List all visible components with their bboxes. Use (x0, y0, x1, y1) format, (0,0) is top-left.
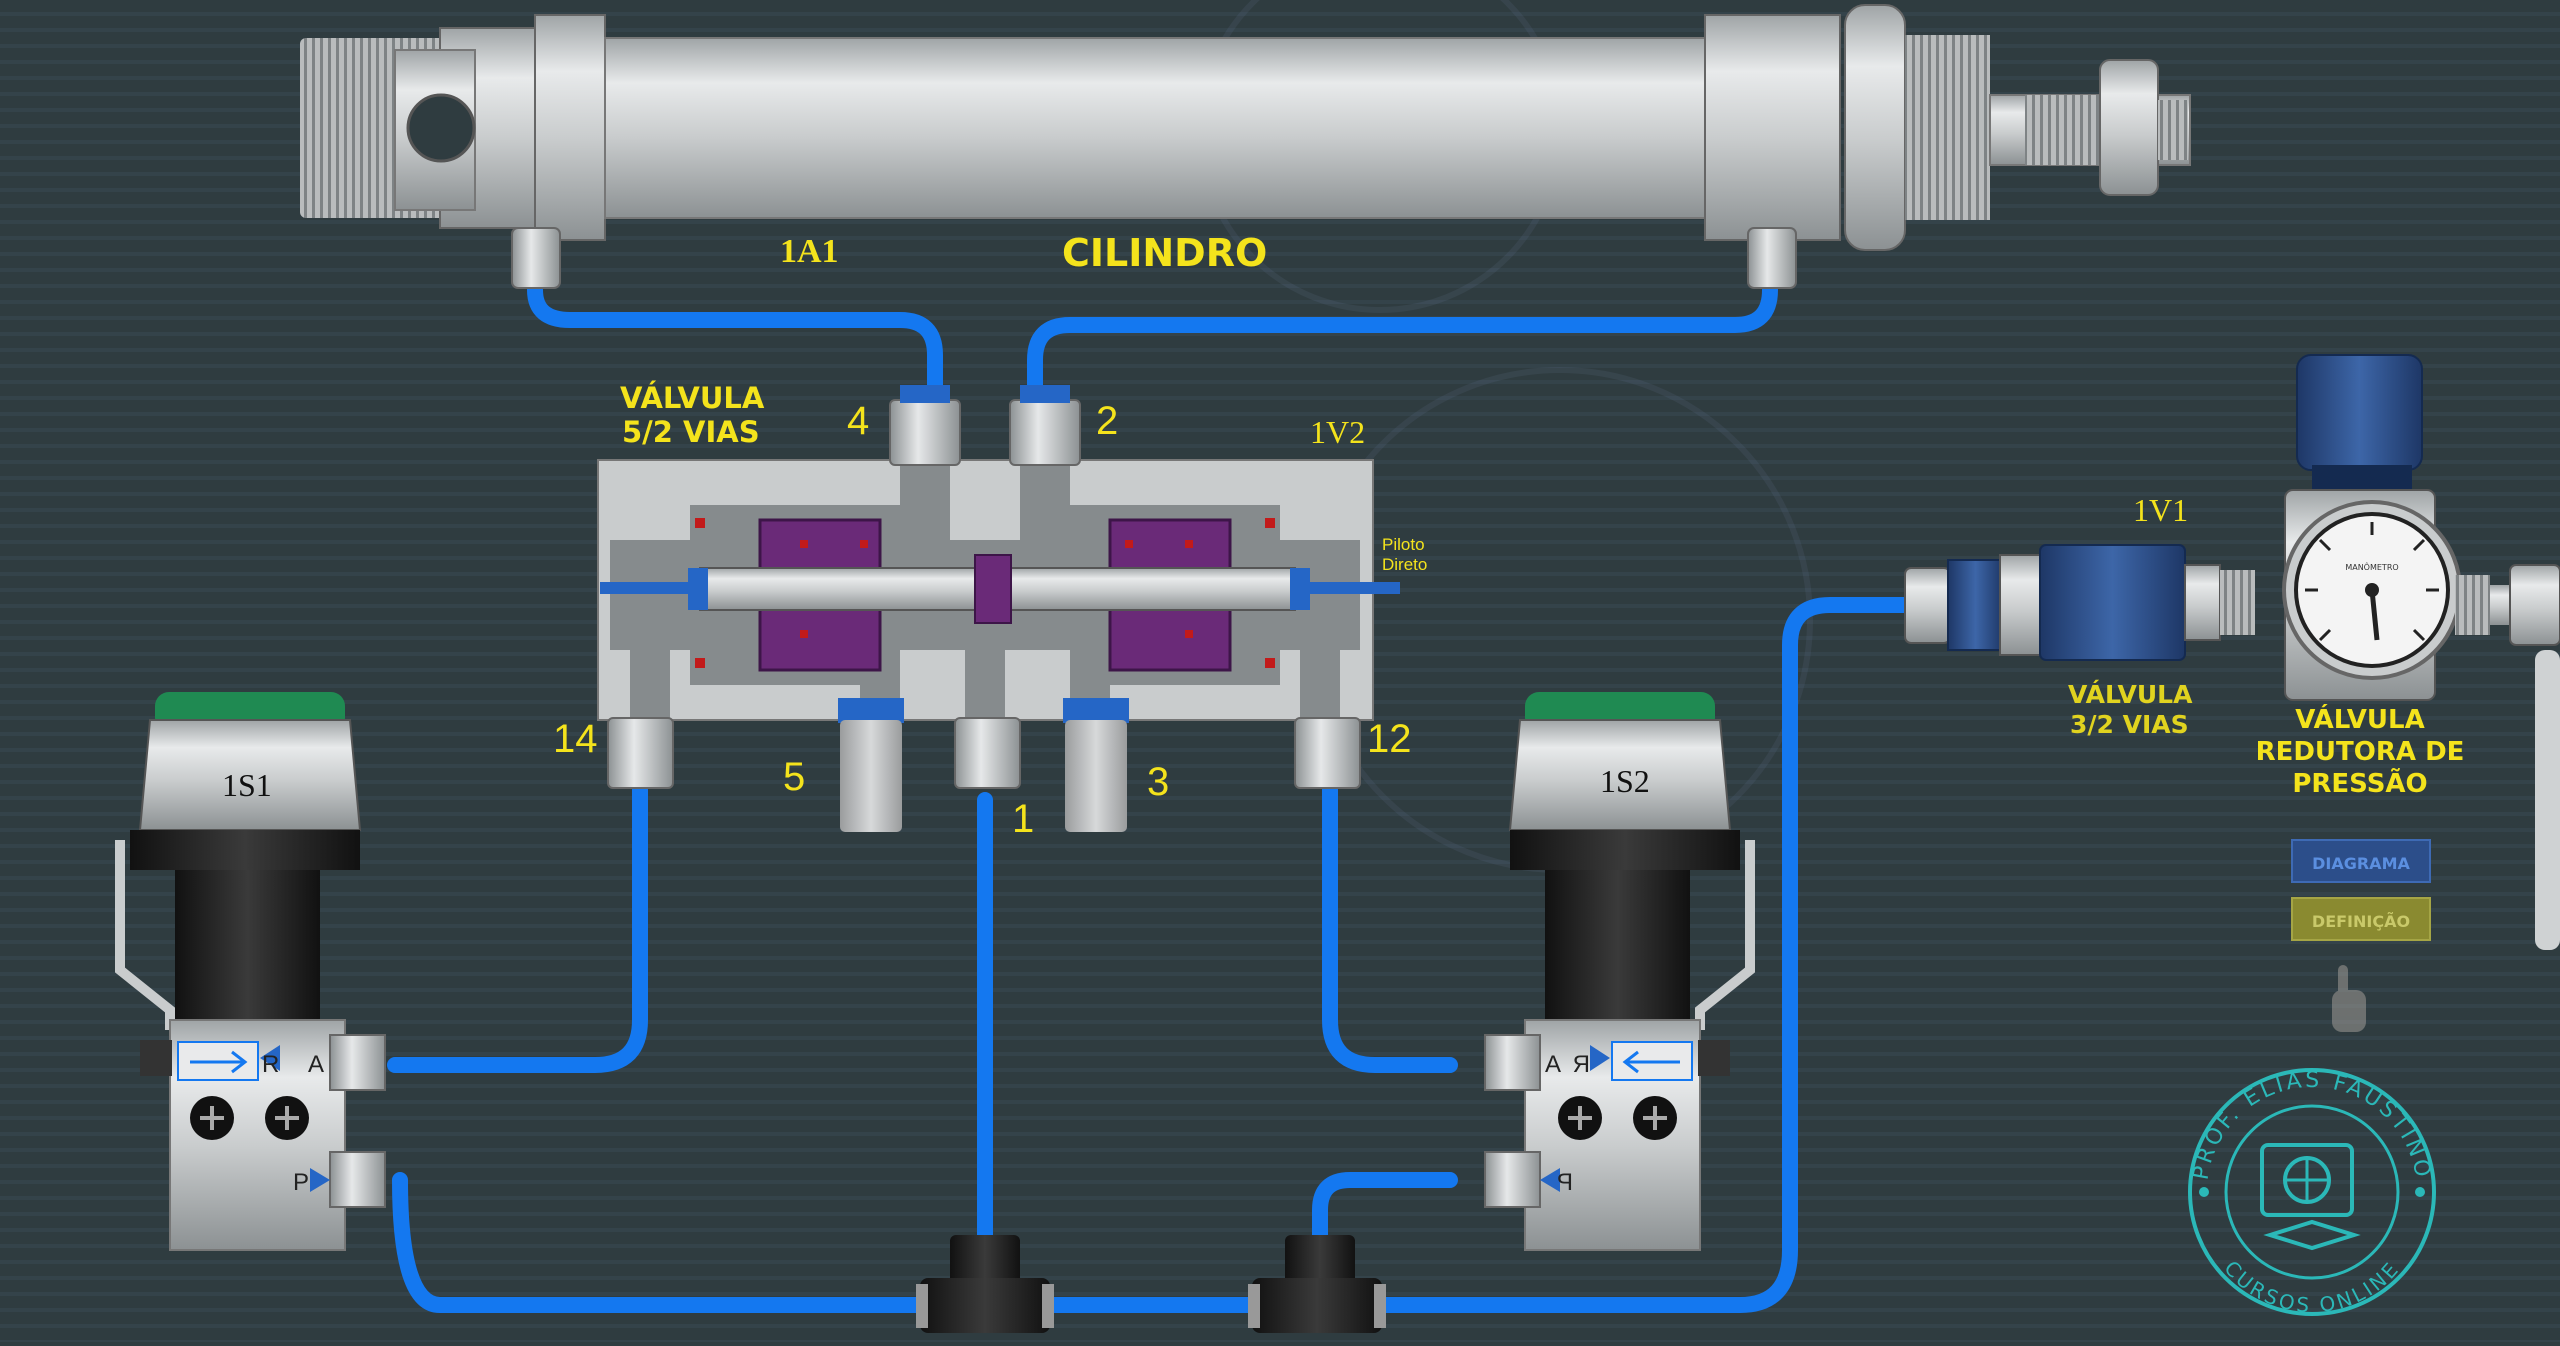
pilot-label-1: Piloto (1382, 535, 1425, 554)
tube-tee-to-1S2-P (1312, 1172, 1458, 1248)
tube-port-14-to-1S1-A (387, 782, 648, 1073)
tube-cylinder-rear-to-port-4 (527, 282, 943, 398)
switch1-port-P: P (293, 1169, 309, 1196)
pressure-regulator (2282, 354, 2560, 950)
tube-tee-to-1V1 (1372, 597, 1913, 1313)
air-tubes (387, 282, 1913, 1313)
switch1-port-R: R (262, 1051, 279, 1078)
regulator-title-1: VÁLVULA (2295, 703, 2424, 735)
pilot-label-2: Direto (1382, 555, 1427, 574)
port-2-label: 2 (1096, 399, 1118, 443)
port-4-label: 4 (847, 399, 869, 443)
hand-pointer-icon (2332, 965, 2366, 1032)
tube-cylinder-front-to-port-2 (1027, 282, 1778, 398)
valve32-tag: 1V1 (2133, 492, 2188, 528)
definition-button[interactable]: DEFINIÇÃO (2291, 897, 2431, 941)
push-button-valve-1S2[interactable] (1484, 692, 1755, 1251)
cylinder-name: CILINDRO (1062, 231, 1267, 275)
muffler-port-5 (840, 720, 902, 832)
switch2-port-R: R (1573, 1051, 1590, 1078)
valve52-title-2: 5/2 VIAS (622, 415, 760, 449)
push-button-valve-1S1[interactable] (115, 692, 386, 1251)
mount-hole (406, 93, 476, 163)
valve-3-2-1V1[interactable] (1904, 544, 2255, 661)
switch2-tag: 1S2 (1600, 763, 1650, 799)
muffler-port-3 (1065, 720, 1127, 832)
tee-fitting-right (1248, 1235, 1386, 1333)
gauge-label: MANÔMETRO (2345, 561, 2398, 572)
cylinder-1A1 (300, 4, 2191, 289)
switch1-port-A: A (308, 1051, 324, 1078)
tee-fitting-left (916, 1235, 1054, 1333)
definition-button-label: DEFINIÇÃO (2312, 912, 2410, 931)
valve52-tag: 1V2 (1310, 414, 1365, 450)
valve32-title-2: 3/2 VIAS (2070, 710, 2189, 739)
valve52-title-1: VÁLVULA (620, 381, 765, 415)
valve-5-2-body (597, 385, 1400, 832)
port-12-label: 12 (1367, 717, 1412, 761)
valve32-title-1: VÁLVULA (2068, 680, 2193, 709)
port-3-label: 3 (1147, 760, 1169, 804)
switch2-port-P: P (1557, 1169, 1573, 1196)
regulator-title-3: PRESSÃO (2292, 767, 2427, 799)
tube-1S1-P-to-tee (392, 1172, 933, 1313)
diagram-button[interactable]: DIAGRAMA (2291, 839, 2431, 883)
port-14-label: 14 (553, 717, 598, 761)
diagram-button-label: DIAGRAMA (2312, 854, 2410, 873)
regulator-title-2: REDUTORA DE (2256, 737, 2465, 767)
port-5-label: 5 (783, 755, 805, 799)
tube-port-12-to-1S2-A (1322, 782, 1458, 1073)
switch2-port-A: A (1545, 1051, 1561, 1078)
switch1-tag: 1S1 (222, 767, 272, 803)
cylinder-tag: 1A1 (780, 233, 839, 270)
port-1-label: 1 (1012, 797, 1034, 841)
